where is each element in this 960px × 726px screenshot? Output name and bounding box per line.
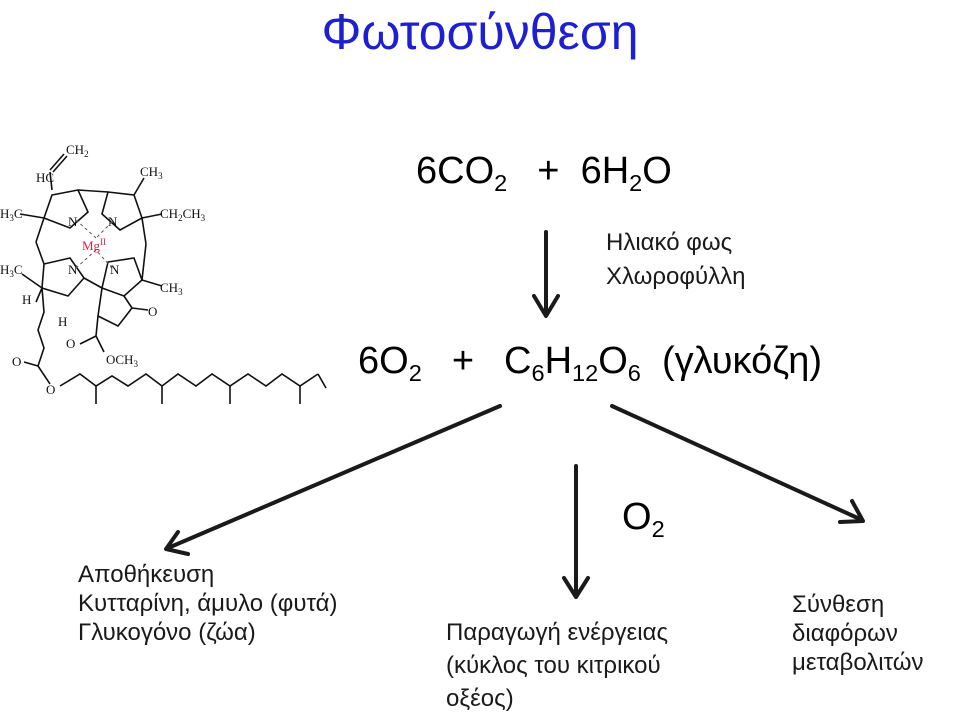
reactants-equation: 6CO2+ 6H2O [416, 150, 672, 197]
arrow-to-energy [562, 464, 590, 599]
products-equation: 6O2+C6H12O6 (γλυκόζη) [358, 340, 823, 387]
outcome-storage: Αποθήκευση Κυτταρίνη, άμυλο (φυτά) Γλυκο… [78, 560, 337, 647]
label-n-4: N [110, 262, 120, 277]
label-h3c-left: H3C [0, 206, 23, 223]
oxygen-label: O2 [622, 496, 665, 543]
label-o-ester-3: O [46, 382, 55, 397]
storage-animals: Γλυκογόνο (ζώα) [78, 619, 256, 646]
label-n-2: N [108, 214, 118, 229]
label-magnesium: MgII [82, 237, 106, 253]
label-ch3-right: CH3 [160, 280, 183, 297]
synthesis-line-2: διαφόρων [792, 620, 898, 647]
label-n-1: N [68, 214, 78, 229]
label-n-3: N [68, 262, 78, 277]
arrow-to-synthesis [610, 404, 865, 524]
storage-heading: Αποθήκευση [78, 561, 215, 588]
label-h-2: H [58, 314, 67, 329]
synthesis-line-3: μεταβολιτών [792, 649, 924, 676]
label-hc: HC [36, 170, 54, 185]
arrow-to-storage [164, 404, 502, 556]
label-o-ketone: O [148, 304, 157, 319]
label-ch2: CH2 [66, 142, 89, 159]
label-h-1: H [22, 292, 31, 307]
label-ch2ch3: CH2CH3 [160, 206, 206, 223]
outcome-synthesis: Σύνθεση διαφόρων μεταβολιτών [792, 590, 923, 677]
label-och3: OCH3 [106, 352, 138, 369]
condition-chlorophyll: Χλωροφύλλη [606, 263, 746, 290]
energy-line-3: οξέος) [446, 685, 514, 712]
storage-plants: Κυτταρίνη, άμυλο (φυτά) [78, 590, 338, 617]
outcome-energy: Παραγωγή ενέργειας (κύκλος του κιτρικού … [446, 616, 668, 715]
chlorophyll-structure: CH2 HC CH3 H3C CH2CH3 N N N N MgII H3C C… [0, 142, 327, 404]
label-ch3-top: CH3 [140, 164, 163, 181]
energy-line-2: (κύκλος του κιτρικού [446, 652, 661, 679]
label-o-ester-2: O [12, 354, 21, 369]
label-h3c-lower: H3C [0, 262, 23, 279]
arrow-down-reaction [532, 230, 560, 318]
page-title: Φωτοσύνθεση [321, 4, 639, 60]
condition-sunlight: Ηλιακό φως [606, 229, 733, 256]
label-o-ester-1: O [66, 336, 75, 351]
energy-heading: Παραγωγή ενέργειας [446, 619, 669, 646]
synthesis-heading: Σύνθεση [792, 591, 885, 618]
